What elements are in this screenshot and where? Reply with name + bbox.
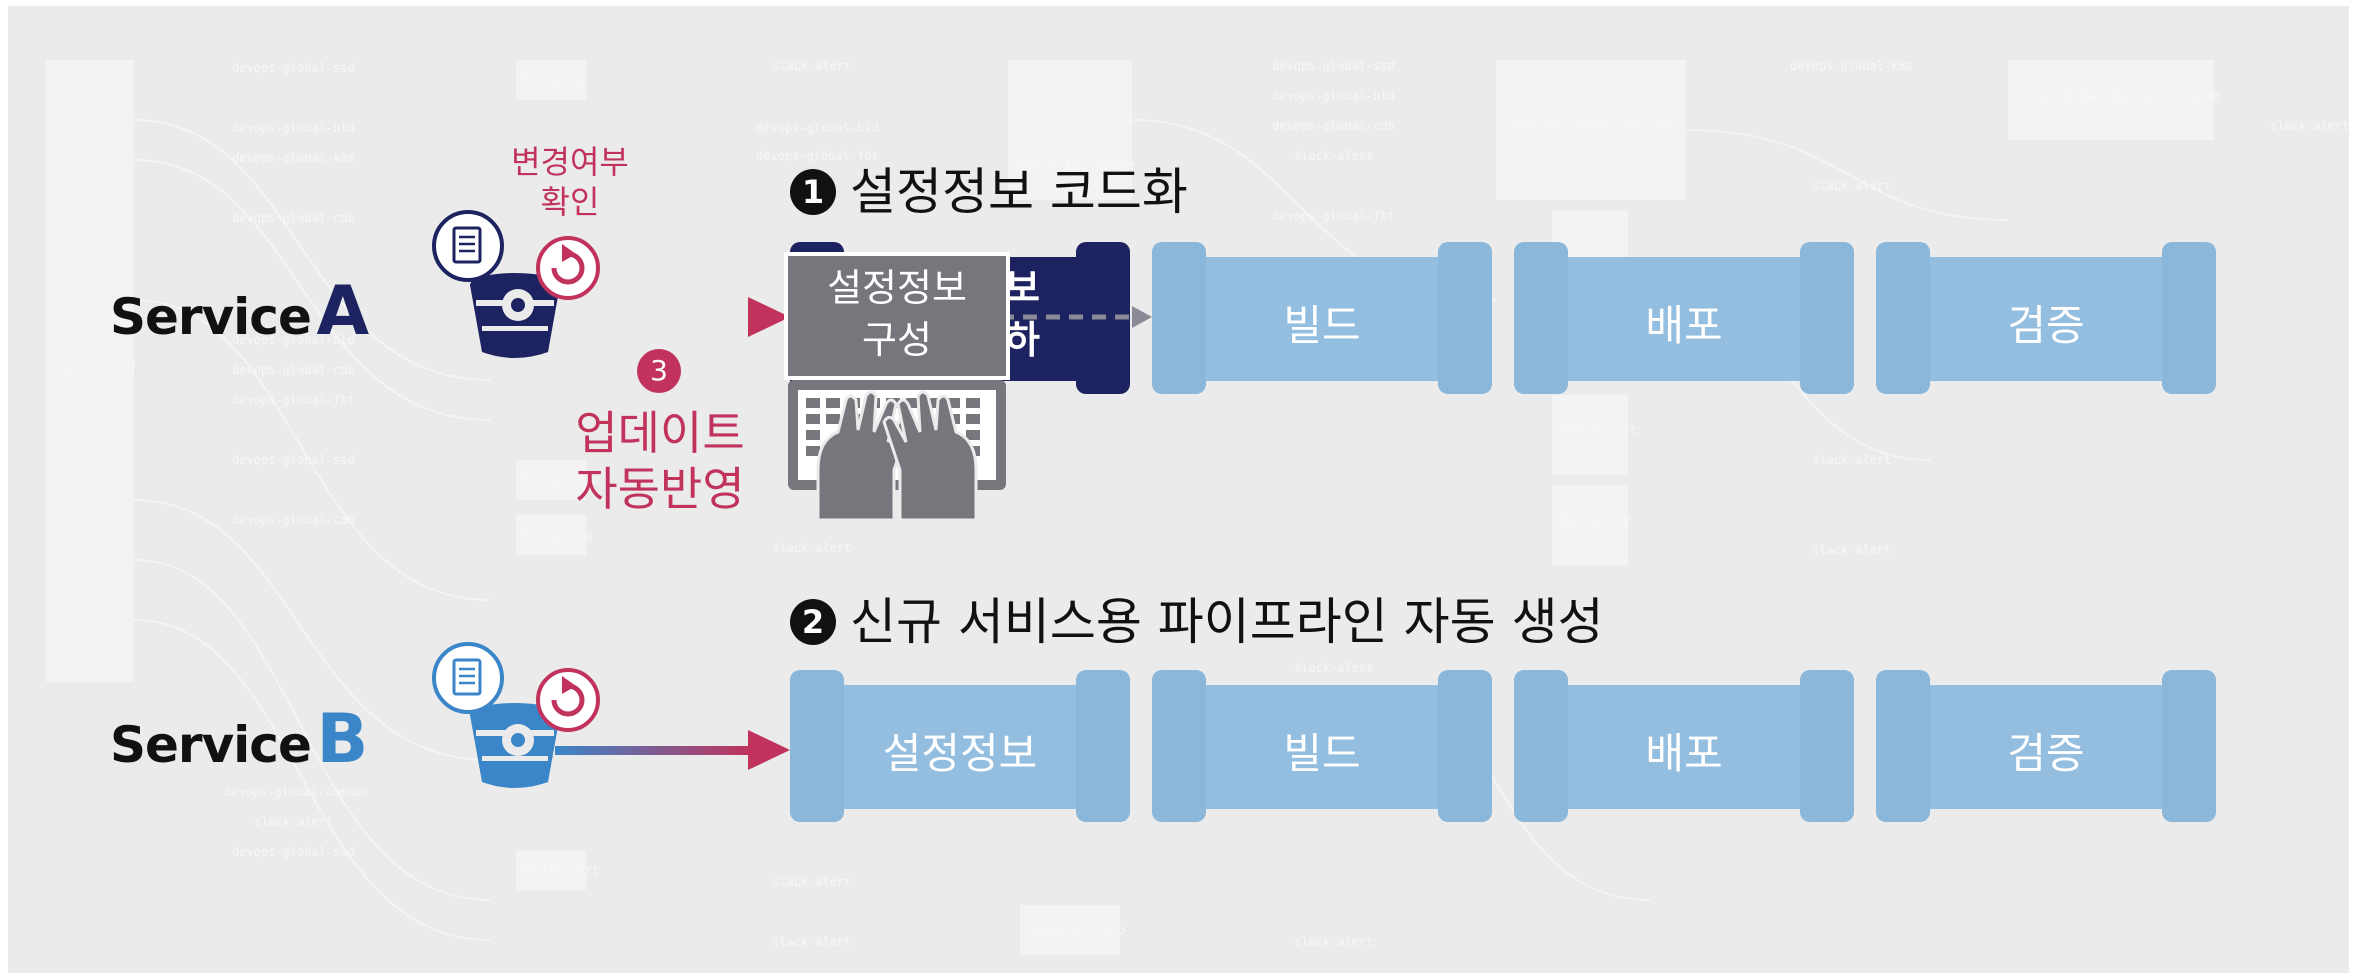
heading-config-as-code: 1 설정정보 코드화: [790, 152, 1188, 224]
svg-text:slack-alert: slack-alert: [772, 541, 851, 555]
service-b-letter: B: [316, 700, 369, 779]
pipeline-b-stage-verify: [1876, 670, 2216, 822]
service-a-arrow: [555, 297, 790, 337]
svg-text:connector-worker-register: connector-worker-register: [1500, 119, 1681, 133]
pipeline-a-build-label: 빌드: [1283, 301, 1361, 350]
pipeline-b-stage-config: [790, 670, 1130, 822]
svg-text:deploy-bin-f: deploy-bin-f: [50, 361, 137, 375]
check-change-label: 변경여부 확인: [511, 143, 629, 221]
svg-text:devops-global-ssd: devops-global-ssd: [232, 453, 355, 467]
svg-text:slack-alert: slack-alert: [2270, 119, 2349, 133]
svg-text:devops-global-bld: devops-global-bld: [232, 121, 355, 135]
auto-update-label: 업데이트 자동반영: [575, 406, 745, 516]
svg-text:devops-global-fbt: devops-global-fbt: [756, 149, 879, 163]
service-b-refresh-icon: [536, 668, 600, 732]
pipeline-a-verify-label: 검증: [2007, 301, 2085, 350]
svg-text:slack-alert: slack-alert: [254, 815, 333, 829]
service-a-name: Service: [110, 288, 312, 346]
service-b-name: Service: [110, 716, 312, 774]
svg-text:slack-alert: slack-alert: [1812, 543, 1891, 557]
svg-text:deploy-info: deploy-info: [520, 473, 599, 487]
pipeline-b-config-label: 설정정보: [882, 729, 1038, 778]
svg-text:devops-global-k8s: devops-global-k8s: [232, 151, 355, 165]
svg-text:deploy-op: deploy-op: [520, 73, 585, 87]
pipeline-b-stage-deploy: [1514, 670, 1854, 822]
pipeline-b-deploy-label: 배포: [1645, 729, 1723, 778]
svg-text:devops-global-common: devops-global-common: [224, 785, 369, 799]
heading-1-number: 1: [790, 169, 836, 215]
pipeline-a-deploy-label: 배포: [1645, 301, 1723, 350]
svg-text:slack-alert: slack-alert: [772, 59, 851, 73]
svg-text:slack-alert: slack-alert: [1294, 935, 1373, 949]
laptop-icon: [784, 252, 1010, 522]
pipeline-a-stages: [1152, 242, 2216, 394]
pipeline-b-stages: [790, 670, 2216, 822]
service-b-arrow: [555, 730, 790, 770]
service-a-refresh-icon: [536, 236, 600, 300]
svg-text:deploy-sort: deploy-sort: [1558, 423, 1637, 437]
svg-text:devops-global-ssd: devops-global-ssd: [232, 61, 355, 75]
pipeline-b-verify-label: 검증: [2007, 729, 2085, 778]
pipeline-a-hidden-stage-label: 보 하: [1005, 266, 1040, 362]
heading-2-text: 신규 서비스용 파이프라인 자동 생성: [850, 593, 1604, 651]
background-graph: devops-global-ssd devops-global-bld devo…: [46, 59, 2349, 955]
update-step-number: 3: [637, 349, 681, 393]
svg-text:devops-global-cdb: devops-global-cdb: [232, 211, 355, 225]
service-a-repo-icon: [470, 273, 560, 358]
svg-text:connector-info: connector-info: [1024, 923, 1125, 937]
svg-text:devops-global-ssd: devops-global-ssd: [232, 845, 355, 859]
svg-text:devops-global-cdb: devops-global-cdb: [232, 513, 355, 527]
service-b-document-icon: [432, 642, 504, 714]
config-box-label: 설정정보 구성: [827, 266, 967, 362]
pipeline-a-stage-build: [1152, 242, 1492, 394]
svg-text:slack-alert: slack-alert: [772, 875, 851, 889]
service-b-label: Service B: [110, 700, 368, 779]
svg-text:deploy-log: deploy-log: [520, 529, 592, 543]
svg-text:devops-global-cdb: devops-global-cdb: [232, 363, 355, 377]
svg-text:slack-alert: slack-alert: [1294, 149, 1373, 163]
svg-text:slack-alert: slack-alert: [1812, 179, 1891, 193]
service-a-letter: A: [316, 272, 370, 351]
svg-text:devops-global-fbt: devops-global-fbt: [1272, 209, 1395, 223]
svg-text:slack-alert: slack-alert: [1812, 453, 1891, 467]
svg-text:deploy-sort: deploy-sort: [520, 863, 599, 877]
heading-1-text: 설정정보 코드화: [850, 163, 1188, 221]
pipeline-b-stage-build: [1152, 670, 1492, 822]
svg-text:devops-global-fbt: devops-global-fbt: [232, 393, 355, 407]
heading-2-number: 2: [790, 599, 836, 645]
service-a-document-icon: [432, 210, 504, 282]
svg-text:slack-alert: slack-alert: [772, 935, 851, 949]
pipeline-a-stage-deploy: [1514, 242, 1854, 394]
svg-text:devops-global-deploy-msrepoye: devops-global-deploy-msrepoye: [2010, 89, 2220, 103]
svg-text:devops-global-bld: devops-global-bld: [232, 333, 355, 347]
pipeline-b-build-label: 빌드: [1283, 729, 1361, 778]
heading-auto-pipeline: 2 신규 서비스용 파이프라인 자동 생성: [790, 582, 1604, 654]
svg-text:devops-global-cdb: devops-global-cdb: [1272, 119, 1395, 133]
svg-text:devops-global-bld: devops-global-bld: [1272, 89, 1395, 103]
pipeline-a-stage-verify: [1876, 242, 2216, 394]
service-a-label: Service A: [110, 272, 369, 351]
dashed-flow-arrow: [1000, 306, 1152, 328]
svg-text:devops-global-k8s: devops-global-k8s: [1790, 59, 1913, 73]
svg-text:devops-global-ssd: devops-global-ssd: [1272, 59, 1395, 73]
svg-text:devops-global-bld: devops-global-bld: [756, 121, 879, 135]
svg-text:deploy-dev: deploy-dev: [1558, 513, 1630, 527]
svg-text:slack-alert: slack-alert: [1294, 661, 1373, 675]
svg-text:deploy-k8s-master: deploy-k8s-master: [1014, 159, 1137, 173]
